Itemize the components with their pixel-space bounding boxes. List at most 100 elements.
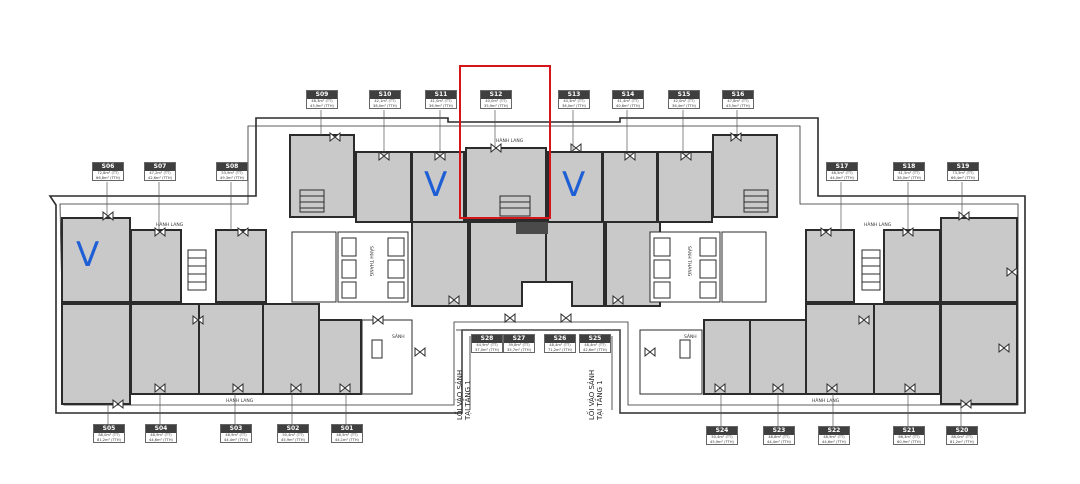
door-icon	[339, 382, 351, 394]
door-icon	[730, 131, 742, 143]
unit-s15	[657, 151, 713, 223]
stair-hall-labels: SẢNH THANG SẢNH THANG	[368, 246, 694, 277]
unit-s21	[873, 303, 941, 395]
door-icon	[560, 312, 572, 324]
lobby-label-west: SẢNH	[392, 332, 405, 340]
entrance-label-west-line1: LỐI VÀO SẢNH	[456, 369, 464, 420]
door-icon	[372, 314, 384, 326]
door-icon	[154, 382, 166, 394]
door-icon	[958, 210, 970, 222]
door-icon	[192, 314, 204, 326]
unit-s08	[215, 229, 267, 303]
shaft-dark	[516, 222, 548, 234]
door-icon	[904, 382, 916, 394]
unit-s01	[318, 319, 362, 395]
entrance-label-west-line2: TẠI TẦNG 1	[464, 380, 472, 420]
door-icon	[154, 226, 166, 238]
door-icon	[998, 342, 1010, 354]
hallway-label-se: HÀNH LANG	[812, 397, 840, 404]
lobby-label-east: SẢNH	[684, 332, 697, 340]
entrance-label-west: LỐI VÀO SẢNH TẠI TẦNG 1	[456, 370, 472, 420]
unit-s04	[130, 303, 200, 395]
hallway-label-west: HÀNH LANG	[156, 221, 184, 228]
door-icon	[772, 382, 784, 394]
unit-s16	[712, 134, 778, 218]
door-icon	[504, 312, 516, 324]
unit-s20	[940, 303, 1018, 405]
core-details	[187, 189, 881, 359]
door-icon	[112, 398, 124, 410]
north-row-units	[289, 134, 778, 223]
unit-s12	[465, 147, 547, 221]
door-icon	[434, 150, 446, 162]
door-icon	[490, 142, 502, 154]
entrance-label-east: LỐI VÀO SẢNH TẠI TẦNG 1	[588, 370, 604, 420]
door-icon	[570, 142, 582, 154]
entrance-label-east-line1: LỐI VÀO SẢNH	[588, 369, 596, 420]
door-icon	[102, 210, 114, 222]
door-icon	[902, 226, 914, 238]
unit-s09	[289, 134, 355, 218]
service-cores	[291, 231, 767, 395]
door-icon	[820, 226, 832, 238]
unit-s18	[883, 229, 941, 303]
unit-s14	[602, 151, 658, 223]
stair-hall-label-east: SẢNH THANG	[686, 246, 694, 277]
door-icon	[1006, 266, 1018, 278]
unit-s19	[940, 217, 1018, 303]
door-icon	[448, 294, 460, 306]
mark-v-s13: V	[562, 165, 586, 205]
mark-v-s11: V	[424, 165, 448, 205]
unit-s24	[703, 319, 751, 395]
selected-unit-highlight	[459, 65, 551, 219]
door-icon	[290, 382, 302, 394]
leader-lines	[106, 110, 963, 426]
east-wing-units	[703, 217, 1018, 405]
hallway-label-north: HÀNH LANG	[496, 137, 524, 144]
door-icon	[624, 150, 636, 162]
stair-hall-label-west: SẢNH THANG	[368, 246, 376, 277]
door-icon	[826, 382, 838, 394]
unit-s03	[198, 303, 264, 395]
mark-v-s06: V	[76, 235, 100, 275]
door-icon	[237, 226, 249, 238]
interior-labels: HÀNH LANG HÀNH LANG HÀNH LANG HÀNH LANG …	[156, 137, 892, 404]
unit-s17	[805, 229, 855, 303]
unit-s23	[749, 319, 807, 395]
door-icon	[858, 314, 870, 326]
unit-s22	[805, 303, 875, 395]
unit-s05	[61, 303, 131, 405]
west-wing-units	[61, 217, 362, 405]
hallway-label-east: HÀNH LANG	[864, 221, 892, 228]
door-icon	[644, 346, 656, 358]
unit-s02	[262, 303, 320, 395]
door-icon	[414, 346, 426, 358]
hallway-label-sw: HÀNH LANG	[226, 397, 254, 404]
unit-s10	[355, 151, 412, 223]
entrance-ramps	[456, 329, 621, 413]
central-units	[411, 221, 661, 307]
door-icon	[378, 150, 390, 162]
